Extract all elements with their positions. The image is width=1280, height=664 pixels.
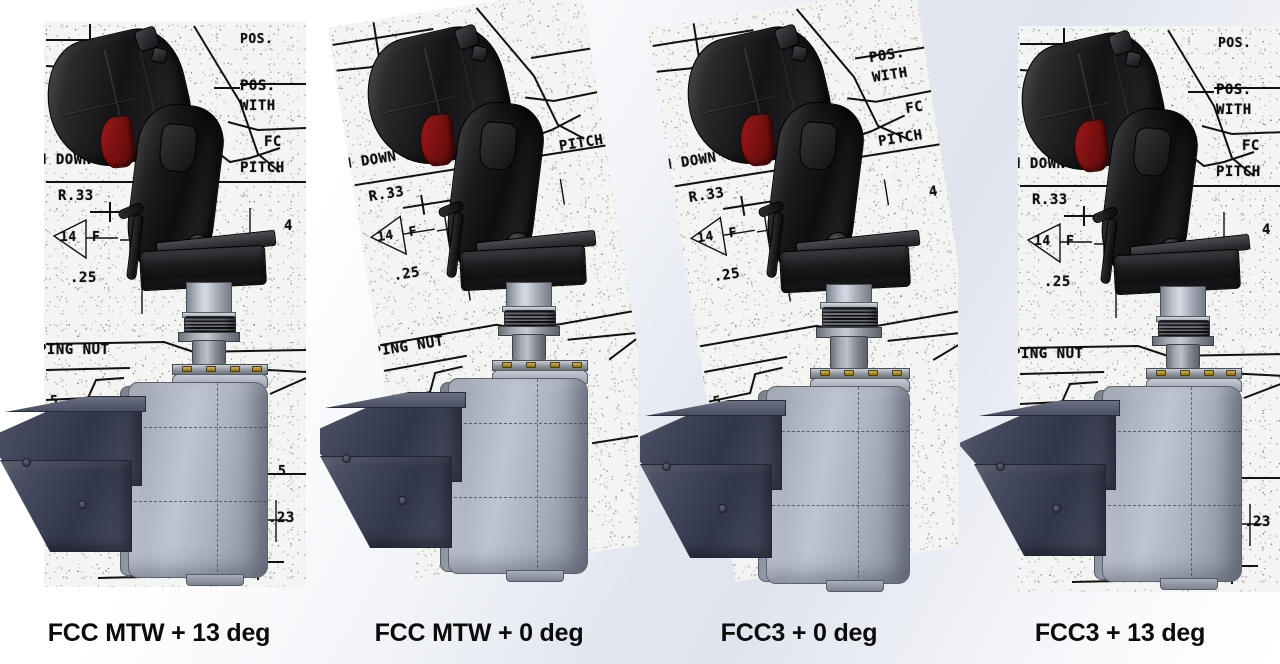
screw-4 <box>252 366 262 372</box>
panel-1: POS. POS. WITH FC PITCH H DOWN R.33 14 F… <box>0 0 318 600</box>
bp-label-5a: 5 <box>50 394 59 409</box>
wedge-bracket-lower <box>0 460 132 552</box>
bp-label-14: 14 <box>1034 234 1051 249</box>
screw-1 <box>502 362 512 368</box>
screw-3 <box>868 370 878 376</box>
caption-panel-1: FCC MTW + 13 deg <box>47 618 271 647</box>
bp-label-pos: POS. <box>240 78 276 94</box>
joystick-assembly-2 <box>320 0 638 600</box>
panel-4: POS. POS. WITH FC PITCH H DOWN R.33 14 F… <box>960 0 1280 600</box>
column-upper <box>506 282 552 310</box>
screw-3 <box>230 366 240 372</box>
bp-label-with: WITH <box>240 98 276 114</box>
joystick-assembly-1 <box>0 0 318 600</box>
bp-label-fc: FC <box>264 134 282 150</box>
screw-1 <box>1156 370 1166 376</box>
bp-label-pitch: PITCH <box>1216 164 1261 180</box>
screw-3 <box>1204 370 1214 376</box>
wedge-bracket-lower <box>974 464 1106 556</box>
joystick-assembly-3 <box>640 0 958 600</box>
bp-label-pos: POS. <box>1216 82 1252 98</box>
bracket-hole-2 <box>78 500 87 509</box>
housing-main <box>1102 386 1242 582</box>
bp-label-r33: R.33 <box>58 188 94 204</box>
screw-2 <box>1180 370 1190 376</box>
panel-3-viewport: H DOWN R.33 14 F .38 1.0 .25 POS. WITH F… <box>640 0 958 600</box>
bp-label-pitch: PITCH <box>240 160 285 176</box>
screw-2 <box>844 370 854 376</box>
bp-label-pn: POS. <box>1218 36 1252 51</box>
housing-foot <box>1160 578 1218 590</box>
bracket-hole-1 <box>22 458 31 467</box>
bp-label-with: WITH <box>1216 102 1252 118</box>
wedge-bracket-bevel <box>979 400 1120 416</box>
panel-2: H DOWN R.33 14 F .38 1.0 .25 PING NUT PI… <box>320 0 638 600</box>
joystick-assembly-4 <box>960 0 1280 600</box>
bp-label-ping-nut: PING NUT <box>44 342 110 358</box>
screw-4 <box>572 362 582 368</box>
bp-label-r33: R.33 <box>1032 192 1068 208</box>
column-upper <box>1160 286 1206 320</box>
bracket-hole-1 <box>662 462 671 471</box>
housing-foot <box>506 570 564 582</box>
bp-label-025: .25 <box>1044 274 1071 290</box>
collar-barrel <box>192 340 226 366</box>
housing-main <box>128 382 268 578</box>
panel-1-viewport: POS. POS. WITH FC PITCH H DOWN R.33 14 F… <box>0 0 318 600</box>
threaded-collar <box>822 307 878 329</box>
bp-label-023: .23 <box>1244 514 1271 530</box>
caption-panel-2: FCC MTW + 0 deg <box>374 618 584 647</box>
housing-main <box>766 386 910 584</box>
bp-label-025: .25 <box>70 270 97 286</box>
column-upper <box>186 282 232 316</box>
screw-1 <box>182 366 192 372</box>
panel-3: H DOWN R.33 14 F .38 1.0 .25 POS. WITH F… <box>640 0 958 600</box>
screw-4 <box>892 370 902 376</box>
screw-2 <box>206 366 216 372</box>
bracket-hole-2 <box>718 504 727 513</box>
wedge-bracket-lower <box>320 456 452 548</box>
wedge-bracket-bevel <box>645 400 786 416</box>
collar-barrel <box>512 334 546 362</box>
screw-1 <box>820 370 830 376</box>
bp-label-5b: 5 <box>278 464 287 479</box>
bp-label-4: 4 <box>1262 222 1271 238</box>
wedge-bracket-bevel <box>325 392 466 408</box>
screw-3 <box>550 362 560 368</box>
bracket-hole-2 <box>398 496 407 505</box>
bracket-hole-1 <box>342 454 351 463</box>
collar-barrel <box>1166 344 1200 370</box>
caption-panel-4: FCC3 + 13 deg <box>1034 618 1206 647</box>
bp-label-f: F <box>1066 234 1075 249</box>
collar-barrel <box>830 336 868 370</box>
wedge-bracket-lower <box>640 464 772 558</box>
bp-label-023: .23 <box>268 510 295 526</box>
panel-2-viewport: H DOWN R.33 14 F .38 1.0 .25 PING NUT PI… <box>320 0 638 600</box>
bracket-hole-1 <box>996 462 1005 471</box>
panel-4-viewport: POS. POS. WITH FC PITCH H DOWN R.33 14 F… <box>960 0 1280 600</box>
bp-label-f: F <box>92 230 101 245</box>
bp-label-ping-nut: PING NUT <box>1018 346 1084 362</box>
bp-label-fc: FC <box>1242 138 1260 154</box>
wedge-bracket-bevel <box>5 396 146 412</box>
screw-4 <box>1226 370 1236 376</box>
housing-foot <box>186 574 244 586</box>
bracket-hole-2 <box>1052 504 1061 513</box>
screw-2 <box>526 362 536 368</box>
housing-foot <box>826 580 884 592</box>
caption-panel-3: FCC3 + 0 deg <box>720 618 878 647</box>
housing-main <box>448 378 588 574</box>
bp-label-pn: POS. <box>240 32 274 47</box>
bp-label-4: 4 <box>284 218 293 234</box>
bp-label-14: 14 <box>60 230 77 245</box>
